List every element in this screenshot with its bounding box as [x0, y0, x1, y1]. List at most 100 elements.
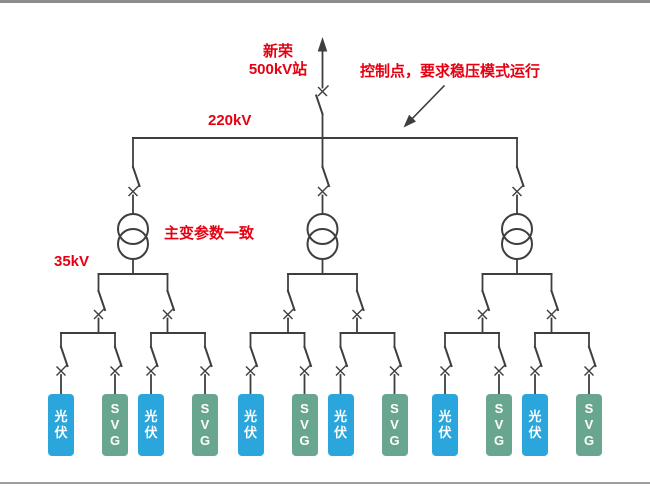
switch-blade: [59, 345, 69, 368]
top-border-rule: [0, 0, 650, 3]
switch-blade: [533, 345, 543, 368]
box-label-char: V: [300, 417, 309, 432]
switch-blade: [203, 345, 213, 368]
contact-x-icon: [200, 364, 212, 376]
contact-x-icon: [512, 185, 524, 197]
contact-x-icon: [352, 308, 364, 320]
station-name: 新荣: [262, 43, 293, 60]
switch-blade: [393, 345, 403, 368]
switch-blade: [131, 165, 141, 188]
contact-x-icon: [530, 364, 542, 376]
contact-x-icon: [245, 364, 257, 376]
switch-blade: [166, 289, 176, 312]
pv-box: 光伏: [432, 394, 458, 456]
contact-x-icon: [162, 308, 174, 320]
transformer-winding: [501, 213, 533, 245]
contact-x-icon: [128, 185, 140, 197]
switch-blade: [149, 345, 159, 368]
contact-x-icon: [146, 364, 158, 376]
switch-blade: [481, 289, 491, 312]
box-label-char: G: [109, 433, 121, 448]
box-label-char: 光: [528, 409, 542, 424]
contact-x-icon: [110, 364, 122, 376]
pv-box: 光伏: [138, 394, 164, 456]
contact-x-icon: [335, 364, 347, 376]
contact-x-icon: [283, 308, 295, 320]
bus-220kv-label: 220kV: [208, 112, 252, 129]
box-label-char: S: [494, 401, 504, 416]
box-label-char: G: [583, 433, 595, 448]
control-point-annotation: 控制点，要求稳压模式运行: [360, 63, 541, 80]
switch-blade: [321, 165, 331, 188]
switch-blade: [249, 345, 259, 368]
switch-blade: [113, 345, 123, 368]
box-label-char: V: [390, 417, 399, 432]
switch-blade: [515, 165, 525, 188]
pv-box: 光伏: [327, 394, 354, 456]
switch-blade: [314, 94, 324, 116]
transformer-note-label: 主变参数一致: [164, 225, 255, 242]
contact-x-icon: [317, 185, 329, 197]
station-voltage: 500kV站: [248, 61, 308, 78]
switch-blade: [443, 345, 453, 368]
station-label: 新荣 500kV站: [238, 43, 318, 79]
contact-x-icon: [546, 308, 558, 320]
contact-x-icon: [56, 364, 68, 376]
annotation-arrow-shaft: [411, 84, 446, 120]
bus-35kv-label: 35kV: [54, 253, 90, 270]
switch-blade: [286, 289, 296, 312]
contact-x-icon: [477, 308, 489, 320]
box-label-char: 伏: [243, 425, 257, 440]
box-label-char: 伏: [54, 425, 68, 440]
pv-box: 光伏: [237, 394, 264, 456]
switch-blade: [339, 345, 349, 368]
box-label-char: V: [200, 417, 210, 432]
switch-blade: [355, 289, 365, 312]
box-label-char: V: [494, 417, 504, 432]
switch-blade: [97, 289, 107, 312]
box-label-char: 伏: [333, 425, 347, 440]
box-label-char: S: [300, 401, 309, 416]
box-label-char: G: [389, 433, 400, 448]
box-label-char: 伏: [528, 425, 542, 440]
box-label-char: S: [584, 401, 594, 416]
contact-x-icon: [494, 364, 506, 376]
box-label-char: S: [200, 401, 210, 416]
pv-box: 光伏: [522, 394, 548, 456]
contact-x-icon: [93, 308, 105, 320]
box-label-char: G: [493, 433, 505, 448]
contact-x-icon: [389, 364, 401, 376]
contact-x-icon: [440, 364, 452, 376]
contact-x-icon: [584, 364, 596, 376]
box-label-char: 光: [438, 409, 452, 424]
pv-box: 光伏: [48, 394, 74, 456]
contact-x-icon: [317, 85, 329, 97]
box-label-char: 光: [243, 409, 257, 424]
box-label-char: G: [299, 433, 310, 448]
transformer-winding: [306, 213, 339, 245]
up-arrowhead-icon: [317, 37, 328, 52]
box-label-char: 光: [144, 409, 158, 424]
transformer-winding: [117, 213, 149, 245]
box-label-char: G: [199, 433, 211, 448]
bottom-border-rule: [0, 482, 650, 484]
box-label-char: V: [110, 417, 120, 432]
box-label-char: 光: [54, 409, 68, 424]
box-label-char: 光: [333, 409, 347, 424]
switch-blade: [497, 345, 507, 368]
switch-blade: [550, 289, 560, 312]
switch-blade: [303, 345, 313, 368]
contact-x-icon: [299, 364, 311, 376]
box-label-char: 伏: [438, 425, 452, 440]
box-label-char: S: [110, 401, 120, 416]
switch-blade: [587, 345, 597, 368]
box-label-char: 伏: [144, 425, 158, 440]
